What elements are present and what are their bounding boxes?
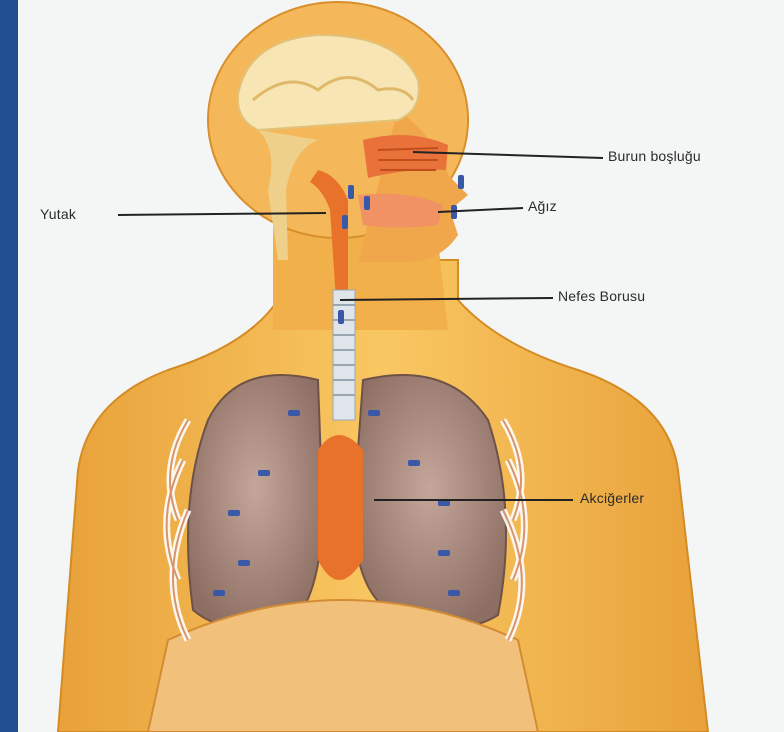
trachea xyxy=(333,290,355,420)
label-trachea: Nefes Borusu xyxy=(558,288,645,304)
label-mouth: Ağız xyxy=(528,198,557,214)
heart xyxy=(318,435,363,580)
label-nasal-cavity: Burun boşluğu xyxy=(608,148,701,164)
label-pharynx: Yutak xyxy=(40,206,76,222)
label-lungs: Akciğerler xyxy=(580,490,644,506)
respiratory-system-illustration xyxy=(18,0,784,732)
diagram-frame: Burun boşluğu Ağız Yutak Nefes Borusu Ak… xyxy=(18,0,784,732)
